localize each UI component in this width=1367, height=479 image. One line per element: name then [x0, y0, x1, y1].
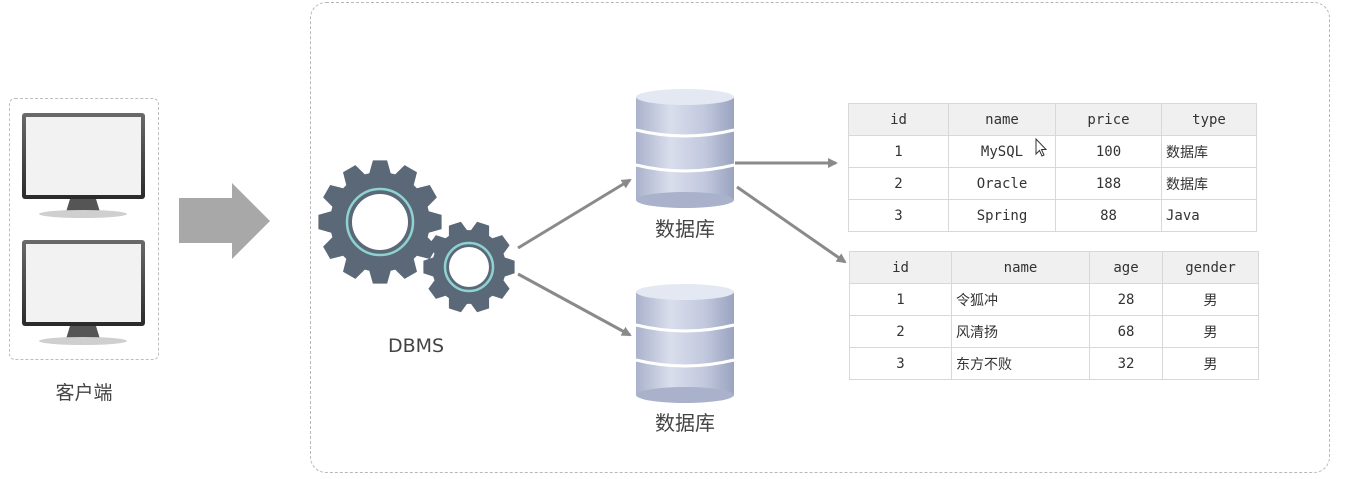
dbms-label: DBMS — [388, 335, 445, 357]
table-row: 3 东方不败 32 男 — [849, 347, 1259, 380]
cell-id: 2 — [849, 315, 952, 348]
arrow-dbms-to-db2 — [517, 272, 632, 337]
cell-name: Oracle — [948, 167, 1056, 200]
database-icon-top — [635, 89, 735, 208]
database-label-top: 数据库 — [655, 217, 715, 241]
cell-age: 68 — [1089, 315, 1163, 348]
database-icon-bottom — [635, 284, 735, 403]
cell-type: 数据库 — [1161, 167, 1257, 200]
table-row: 1 MySQL 100 数据库 — [848, 135, 1257, 168]
gear-icon-large — [318, 160, 442, 284]
cell-price: 188 — [1055, 167, 1162, 200]
table-header-row: id name price type — [848, 103, 1257, 136]
column-header-gender: gender — [1162, 251, 1259, 284]
cell-price: 100 — [1055, 135, 1162, 168]
cell-name: Spring — [948, 199, 1056, 232]
gear-icon-small — [423, 221, 515, 313]
people-table: id name age gender 1 令狐冲 28 男 2 风清扬 68 男… — [849, 251, 1259, 380]
cell-id: 1 — [848, 135, 949, 168]
table-row: 2 风清扬 68 男 — [849, 315, 1259, 348]
cell-id: 1 — [849, 283, 952, 316]
gear-body — [423, 221, 515, 313]
database-label-bottom: 数据库 — [655, 411, 715, 435]
table-row: 3 Spring 88 Java — [848, 199, 1257, 232]
column-header-id: id — [849, 251, 952, 284]
cell-id: 2 — [848, 167, 949, 200]
cell-gender: 男 — [1162, 283, 1259, 316]
arrow-db1-to-table2 — [736, 185, 847, 264]
cell-type: 数据库 — [1161, 135, 1257, 168]
column-header-name: name — [948, 103, 1056, 136]
table-row: 1 令狐冲 28 男 — [849, 283, 1259, 316]
column-header-name: name — [951, 251, 1090, 284]
cell-name: 风清扬 — [951, 315, 1090, 348]
monitor-icon-top — [22, 113, 145, 218]
server-container — [310, 2, 1330, 473]
column-header-type: type — [1161, 103, 1257, 136]
monitor-icon-bottom — [22, 240, 145, 345]
cell-age: 32 — [1089, 347, 1163, 380]
cell-gender: 男 — [1162, 347, 1259, 380]
gear-ring — [345, 187, 415, 257]
big-arrow-icon — [179, 183, 270, 259]
cell-price: 88 — [1055, 199, 1162, 232]
column-header-id: id — [848, 103, 949, 136]
client-container — [9, 98, 159, 360]
cell-gender: 男 — [1162, 315, 1259, 348]
cell-age: 28 — [1089, 283, 1163, 316]
arrow-dbms-to-db1 — [517, 178, 632, 250]
cell-name: MySQL — [948, 135, 1056, 168]
column-header-age: age — [1089, 251, 1163, 284]
products-table: id name price type 1 MySQL 100 数据库 2 Ora… — [848, 103, 1257, 232]
cell-type: Java — [1161, 199, 1257, 232]
client-label: 客户端 — [55, 382, 113, 404]
gear-body — [318, 160, 442, 284]
table-row: 2 Oracle 188 数据库 — [848, 167, 1257, 200]
cell-name: 东方不败 — [951, 347, 1090, 380]
cell-name: 令狐冲 — [951, 283, 1090, 316]
column-header-price: price — [1055, 103, 1162, 136]
cell-id: 3 — [848, 199, 949, 232]
gear-ring — [443, 241, 495, 293]
table-header-row: id name age gender — [849, 251, 1259, 284]
cell-id: 3 — [849, 347, 952, 380]
